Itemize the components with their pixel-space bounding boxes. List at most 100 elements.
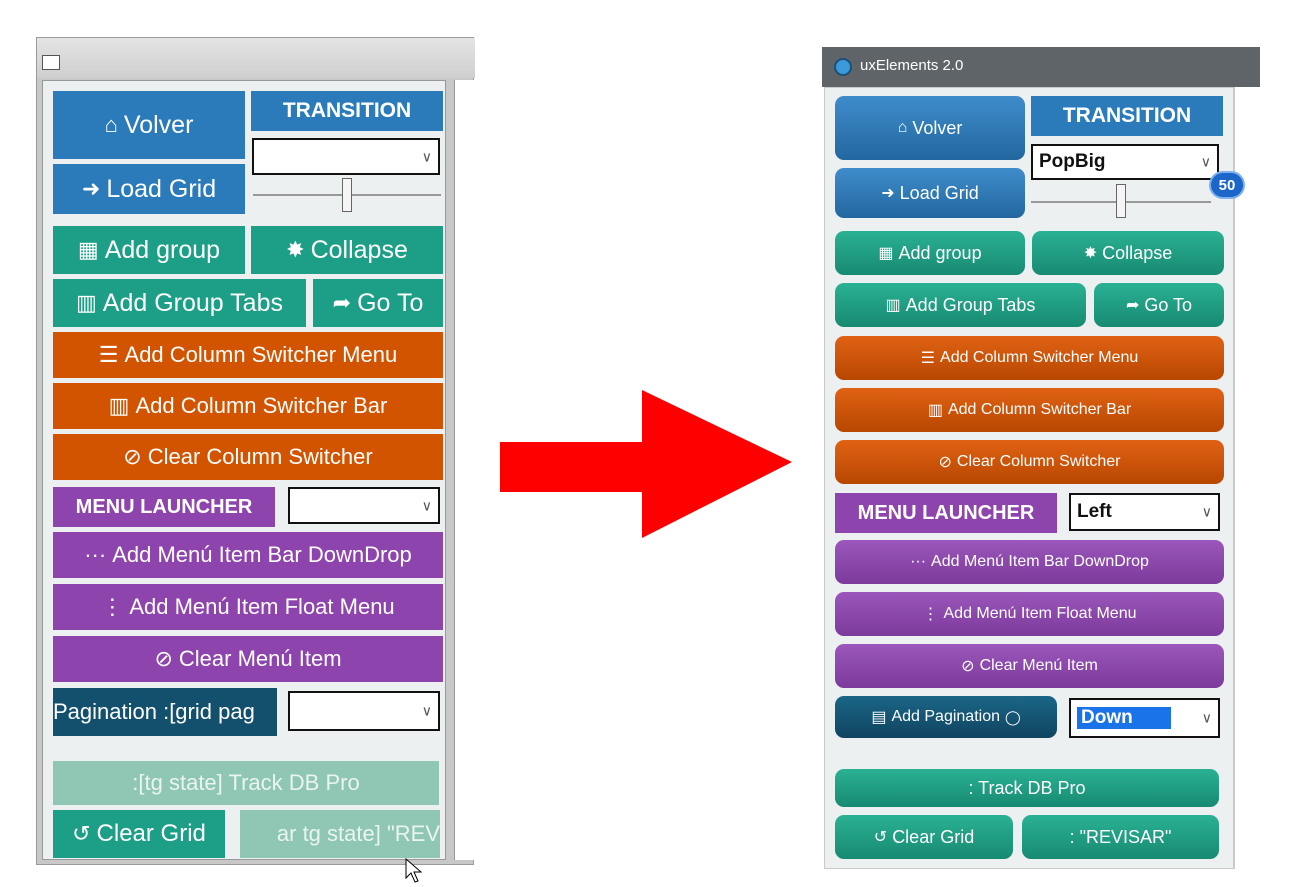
go-to-button[interactable]: ➦ Go To — [1094, 283, 1224, 327]
before-titlebar — [37, 38, 475, 78]
after-side-panel — [1234, 87, 1260, 869]
add-group-tabs-button[interactable]: ▥ Add Group Tabs — [53, 279, 306, 327]
add-group-tabs-label: Add Group Tabs — [102, 288, 283, 317]
clear-menu-item-button[interactable]: ⊘ Clear Menú Item — [835, 644, 1224, 688]
load-grid-button[interactable]: ➜ Load Grid — [53, 164, 245, 214]
columns-icon: ▥ — [927, 402, 943, 419]
add-column-switcher-bar-label: Add Column Switcher Bar — [135, 393, 388, 418]
pagination-button[interactable]: Pagination :[grid pag — [53, 688, 277, 736]
list-icon: ☰ — [920, 350, 936, 367]
sign-in-icon: ➜ — [81, 176, 101, 201]
collapse-button[interactable]: ✸ Collapse — [1032, 231, 1224, 275]
add-column-switcher-menu-label: Add Column Switcher Menu — [124, 342, 398, 367]
clear-column-switcher-button[interactable]: ⊘ Clear Column Switcher — [53, 434, 443, 480]
add-group-button[interactable]: ▦ Add group — [835, 231, 1025, 275]
add-column-switcher-bar-button[interactable]: ▥ Add Column Switcher Bar — [835, 388, 1224, 432]
columns-icon: ▥ — [108, 393, 130, 418]
clear-column-switcher-label: Clear Column Switcher — [956, 453, 1121, 470]
before-panel: ⌂ Volver TRANSITION ∨ ➜ Load Grid ▦ Add … — [42, 80, 446, 860]
add-menu-item-bar-label: Add Menú Item Bar DownDrop — [112, 542, 412, 567]
chevron-down-icon: ∨ — [421, 497, 432, 513]
after-window: uxElements 2.0 ⌂ Volver TRANSITION PopBi… — [822, 47, 1260, 869]
undo-icon: ↺ — [72, 821, 91, 846]
undo-icon: ↺ — [873, 829, 888, 846]
menu-launcher-select-value: Left — [1077, 501, 1112, 522]
ban-icon: ⊘ — [938, 454, 952, 471]
clear-column-switcher-button[interactable]: ⊘ Clear Column Switcher — [835, 440, 1224, 484]
revisar-button[interactable]: : "REVISAR" — [1022, 815, 1219, 859]
go-to-label: Go To — [1144, 294, 1193, 315]
load-grid-label: Load Grid — [106, 174, 217, 203]
add-group-label: Add group — [898, 242, 982, 263]
chevron-down-icon: ∨ — [421, 148, 432, 164]
ban-icon: ⊘ — [154, 646, 173, 671]
before-side-panel — [454, 80, 475, 860]
revisar-label: ar tg state] "REV — [276, 821, 440, 846]
chevron-down-icon: ∨ — [1200, 153, 1211, 170]
volver-label: Volver — [123, 110, 194, 139]
pagination-label: Pagination :[grid pag — [53, 699, 255, 724]
clear-menu-item-button[interactable]: ⊘ Clear Menú Item — [53, 636, 443, 682]
share-icon: ➦ — [1125, 297, 1140, 314]
transition-slider-thumb[interactable] — [1116, 184, 1126, 218]
dots-horizontal-icon: ··· — [84, 542, 107, 567]
chevron-down-icon: ∨ — [421, 702, 432, 719]
transition-select[interactable]: PopBig ∨ — [1031, 144, 1219, 180]
track-db-pro-label: :[tg state] Track DB Pro — [132, 770, 360, 795]
go-to-label: Go To — [357, 288, 424, 317]
load-grid-button[interactable]: ➜ Load Grid — [835, 168, 1025, 218]
add-column-switcher-bar-button[interactable]: ▥ Add Column Switcher Bar — [53, 383, 443, 429]
add-menu-item-float-menu-button[interactable]: ⋮ Add Menú Item Float Menu — [53, 584, 443, 630]
menu-launcher-select[interactable]: Left ∨ — [1069, 493, 1220, 531]
clear-grid-button[interactable]: ↺ Clear Grid — [835, 815, 1013, 859]
toggle-icon: ◯ — [1004, 708, 1021, 725]
add-menu-item-bar-downdrop-button[interactable]: ··· Add Menú Item Bar DownDrop — [835, 540, 1224, 584]
transition-slider-thumb[interactable] — [342, 178, 352, 212]
track-db-pro-button[interactable]: : Track DB Pro — [835, 769, 1219, 807]
transition-label: TRANSITION — [1031, 96, 1223, 136]
volver-label: Volver — [912, 117, 963, 138]
add-group-button[interactable]: ▦ Add group — [53, 226, 245, 274]
revisar-button[interactable]: ar tg state] "REV — [240, 810, 440, 858]
chevron-down-icon: ∨ — [1201, 503, 1212, 520]
clear-menu-item-label: Clear Menú Item — [979, 657, 1098, 674]
add-column-switcher-menu-button[interactable]: ☰ Add Column Switcher Menu — [53, 332, 443, 378]
list-icon: ☰ — [98, 342, 119, 367]
menu-launcher-select[interactable]: ∨ — [288, 487, 440, 524]
add-group-tabs-label: Add Group Tabs — [905, 294, 1036, 315]
collapse-label: Collapse — [310, 235, 408, 264]
compress-icon: ✸ — [1083, 245, 1098, 262]
clear-grid-label: Clear Grid — [892, 826, 975, 847]
window-icon — [42, 55, 60, 70]
menu-launcher-label: MENU LAUNCHER — [835, 493, 1057, 533]
transition-select[interactable]: ∨ — [252, 138, 440, 175]
add-menu-item-bar-label: Add Menú Item Bar DownDrop — [931, 553, 1149, 570]
add-menu-item-float-menu-button[interactable]: ⋮ Add Menú Item Float Menu — [835, 592, 1224, 636]
add-pagination-label: Add Pagination — [891, 708, 1000, 725]
ban-icon: ⊘ — [123, 444, 142, 469]
collapse-button[interactable]: ✸ Collapse — [251, 226, 443, 274]
add-menu-item-float-label: Add Menú Item Float Menu — [129, 594, 395, 619]
add-column-switcher-menu-label: Add Column Switcher Menu — [940, 349, 1139, 366]
clear-menu-item-label: Clear Menú Item — [178, 646, 342, 671]
add-column-switcher-bar-label: Add Column Switcher Bar — [947, 401, 1132, 418]
ban-icon: ⊘ — [961, 658, 975, 675]
after-titlebar: uxElements 2.0 — [822, 47, 1260, 87]
add-menu-item-bar-downdrop-button[interactable]: ··· Add Menú Item Bar DownDrop — [53, 532, 443, 578]
volver-button[interactable]: ⌂ Volver — [53, 91, 245, 159]
volver-button[interactable]: ⌂ Volver — [835, 96, 1025, 160]
track-db-pro-button[interactable]: :[tg state] Track DB Pro — [53, 761, 439, 805]
file-icon: ▤ — [871, 709, 887, 726]
pagination-select[interactable]: Down ∨ — [1069, 698, 1220, 738]
add-group-tabs-button[interactable]: ▥ Add Group Tabs — [835, 283, 1086, 327]
go-to-button[interactable]: ➦ Go To — [313, 279, 443, 327]
dots-vertical-icon: ⋮ — [922, 606, 939, 623]
add-pagination-button[interactable]: ▤ Add Pagination ◯ — [835, 696, 1057, 738]
add-menu-item-float-label: Add Menú Item Float Menu — [943, 605, 1137, 622]
pagination-select[interactable]: ∨ — [288, 691, 440, 731]
clear-grid-label: Clear Grid — [96, 820, 206, 847]
clear-grid-button[interactable]: ↺ Clear Grid — [53, 810, 225, 858]
add-column-switcher-menu-button[interactable]: ☰ Add Column Switcher Menu — [835, 336, 1224, 380]
home-icon: ⌂ — [104, 112, 118, 137]
share-icon: ➦ — [332, 290, 352, 315]
